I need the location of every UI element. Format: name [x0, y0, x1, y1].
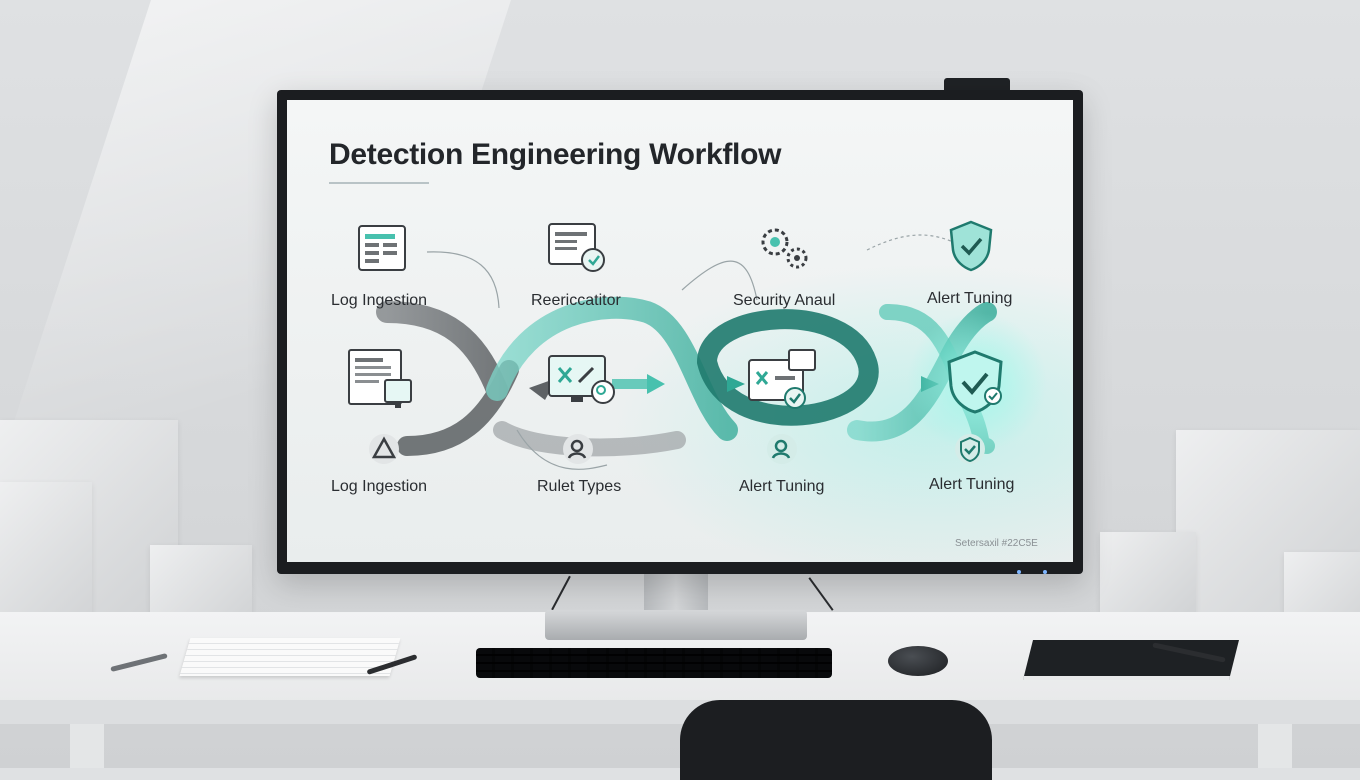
monitor-cable-right	[808, 577, 834, 611]
user-search-icon	[563, 434, 593, 464]
workflow-diagram	[348, 220, 1047, 470]
office-chair	[680, 700, 992, 780]
label-bottom-1: Log Ingestion	[331, 478, 428, 495]
desk-edge	[0, 700, 1360, 724]
glowing-shield-check-icon	[947, 350, 1003, 414]
black-notebook	[1023, 640, 1239, 680]
browser-window-icon	[358, 225, 406, 271]
title-underline	[329, 182, 429, 184]
gears-icon	[761, 228, 808, 269]
desk-leg-right	[1258, 724, 1292, 768]
desk-leg-left	[70, 724, 104, 768]
keyboard	[476, 648, 832, 678]
monitor-tools-icon	[548, 355, 615, 404]
label-bottom-3: Alert Tuning	[739, 478, 825, 495]
dashboard-check-icon	[748, 349, 816, 409]
connector-1	[426, 251, 500, 309]
monitor-stand-neck	[644, 574, 708, 614]
connector-2	[681, 260, 758, 301]
label-bottom-2: Rulet Types	[537, 478, 622, 495]
monitor: Detection Engineering Workflow	[277, 90, 1083, 574]
shield-check-icon	[949, 220, 993, 272]
arrow-3-head	[727, 376, 745, 392]
label-top-1: Log Ingestion	[331, 292, 428, 309]
user-search-icon	[767, 434, 797, 464]
document-settings-icon	[548, 223, 605, 272]
monitor-indicator-light	[1043, 570, 1047, 574]
label-top-4: Alert Tuning	[927, 290, 1013, 307]
alert-triangle-icon	[369, 434, 399, 464]
mouse	[888, 646, 948, 676]
label-top-3: Security Anaul	[733, 292, 836, 309]
decor-block-right-cube	[1100, 532, 1196, 624]
check-badge-icon	[955, 434, 985, 464]
slide-footer-code: Setersaxil #22C5E	[955, 538, 1038, 549]
connector-3	[866, 234, 968, 251]
connector-4	[516, 429, 608, 470]
monitor-stand-base	[545, 610, 807, 640]
document-monitor-icon	[348, 349, 412, 408]
arrow-2-head	[647, 374, 665, 394]
label-top-2: Reericcatitor	[531, 292, 621, 309]
monitor-indicator-light	[1017, 570, 1021, 574]
label-bottom-4: Alert Tuning	[929, 476, 1015, 493]
flow-band-teal-1	[486, 296, 738, 441]
slide-title: Detection Engineering Workflow	[329, 138, 782, 171]
monitor-screen: Detection Engineering Workflow	[287, 100, 1073, 562]
flow-band-teal-dark-loop	[696, 309, 879, 426]
monitor-cable-left	[551, 575, 571, 611]
flow-band-gray-upper	[376, 301, 508, 401]
